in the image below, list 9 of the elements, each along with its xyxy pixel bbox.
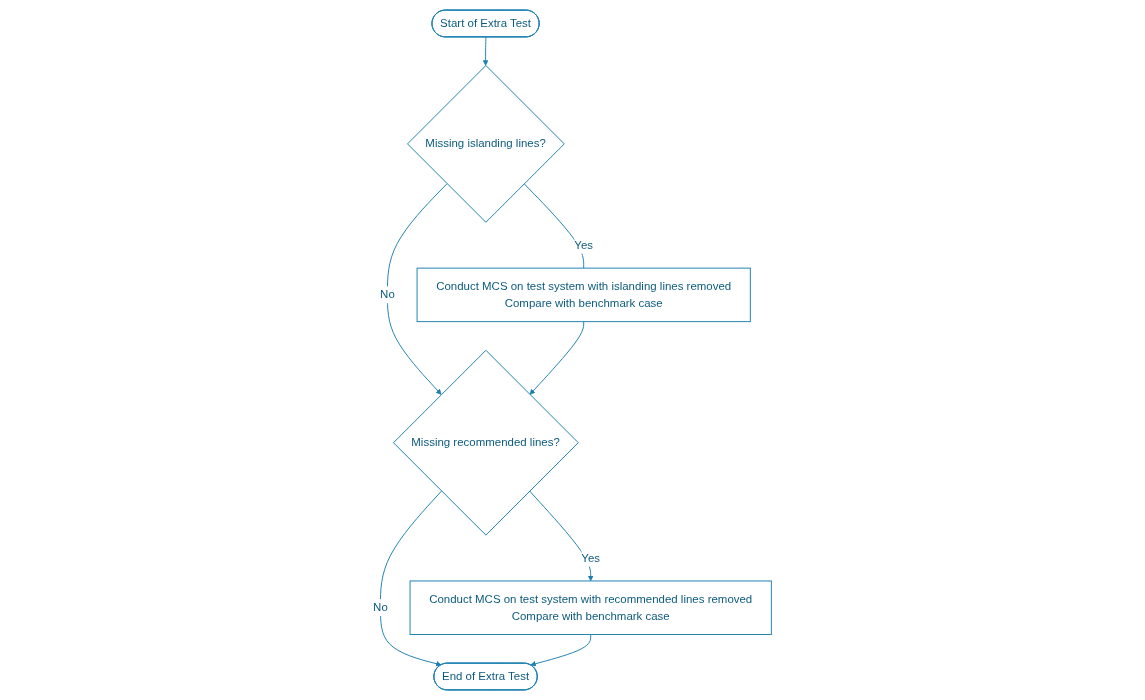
node-box: Conduct MCS on test system with recommended lines removed Compare with benchmark case [409, 580, 773, 635]
edge-label: No [373, 601, 389, 614]
edge-label: Yes [574, 238, 594, 252]
edge-label: Yes [581, 551, 601, 565]
edge-label: No [380, 288, 396, 301]
node-box: Conduct MCS on test system with islanding lines removed Compare with benchmark case [416, 267, 752, 323]
node-diamond: Missing recommended lines? [393, 349, 580, 536]
node-diamond: Missing islanding lines? [407, 65, 565, 223]
connector [523, 183, 585, 269]
